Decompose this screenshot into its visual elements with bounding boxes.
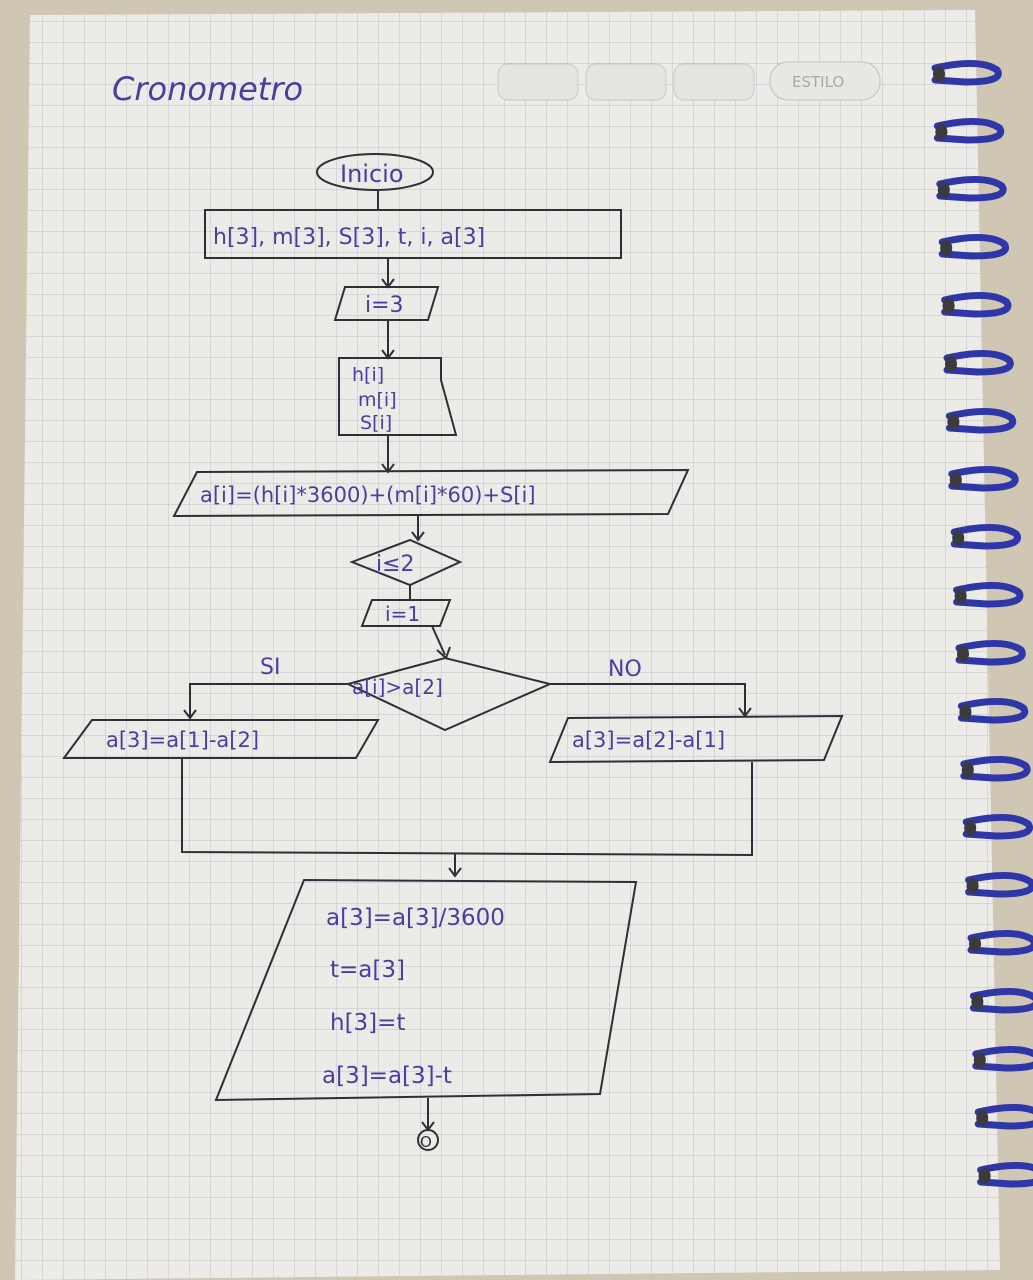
set-i-text: i=1: [385, 602, 420, 626]
yes-branch-line: [189, 683, 348, 716]
punch-hole: [940, 240, 953, 256]
punch-hole: [945, 356, 957, 372]
spiral-coil: [953, 581, 1024, 608]
header-box-3: [673, 63, 755, 101]
spiral-coil: [936, 175, 1007, 202]
arrowhead-6: [448, 867, 462, 878]
start-terminal: [316, 153, 434, 191]
start-label: Inicio: [340, 160, 404, 188]
punch-hole: [978, 1168, 991, 1184]
punch-hole: [973, 1052, 986, 1068]
punch-hole: [935, 124, 948, 140]
declaration-box: [204, 209, 622, 259]
page-grid: [15, 10, 1000, 1280]
arrow-set-decision: [431, 625, 446, 656]
spiral-coil: [977, 1161, 1033, 1188]
loop-decision-text: i≤2: [376, 552, 415, 577]
punch-hole: [937, 182, 950, 198]
merge-line: [181, 758, 753, 857]
spiral-coil: [933, 117, 1005, 144]
read-line-m: m[i]: [358, 389, 397, 411]
final-line-4: a[3]=a[3]-t: [322, 1063, 452, 1089]
final-line-3: h[3]=t: [330, 1010, 405, 1036]
spiral-coil: [969, 987, 1033, 1014]
yes-label: SI: [260, 655, 280, 680]
no-branch-line: [550, 683, 746, 714]
spiral-coil: [972, 1045, 1033, 1072]
init-io-shape: [333, 286, 440, 321]
punch-hole: [942, 298, 955, 314]
punch-hole: [949, 472, 962, 488]
compute-io-shape: [172, 468, 690, 518]
spiral-coil: [967, 929, 1033, 956]
punch-hole: [957, 646, 969, 662]
spiral-coil: [974, 1103, 1033, 1130]
punch-hole: [971, 994, 984, 1010]
punch-hole: [961, 762, 974, 778]
end-connector: [417, 1129, 439, 1151]
loop-decision-diamond: [349, 538, 463, 587]
final-line-2: t=a[3]: [330, 957, 405, 983]
no-label: NO: [608, 657, 642, 682]
spiral-coil: [943, 349, 1014, 376]
stamp-text: ESTILO: [792, 73, 844, 91]
spiral-coil: [955, 639, 1026, 666]
header-box-1: [497, 63, 579, 101]
main-decision-text: a[i]>a[2]: [352, 675, 443, 699]
punch-hole: [976, 1110, 989, 1126]
punch-hole: [952, 530, 965, 546]
end-label: O: [420, 1133, 432, 1151]
no-process-io: [548, 714, 844, 764]
spiral-coil: [962, 813, 1033, 840]
punch-hole: [969, 936, 981, 952]
init-io-text: i=3: [365, 293, 404, 318]
page-title: Cronometro: [112, 70, 303, 108]
spiral-coil: [957, 697, 1029, 724]
spiral-coil: [960, 755, 1031, 782]
no-process-text: a[3]=a[2]-a[1]: [572, 728, 725, 752]
punch-hole: [933, 66, 945, 82]
spiral-coil: [945, 407, 1017, 434]
yes-process-io: [62, 719, 380, 759]
punch-hole: [959, 704, 972, 720]
set-i-shape: [360, 599, 452, 627]
final-line-1: a[3]=a[3]/3600: [326, 905, 505, 931]
spiral-coil: [938, 233, 1009, 260]
arrowhead-yes: [183, 709, 197, 720]
header-box-2: [585, 63, 667, 101]
read-input-shape: [338, 357, 458, 436]
yes-process-text: a[3]=a[1]-a[2]: [106, 728, 259, 752]
declaration-text: h[3], m[3], S[3], t, i, a[3]: [213, 225, 485, 250]
punch-hole: [954, 588, 967, 604]
punch-hole: [947, 414, 960, 430]
spiral-coil: [941, 291, 1012, 318]
read-line-s: S[i]: [360, 412, 392, 434]
compute-io-text: a[i]=(h[i]*3600)+(m[i]*60)+S[i]: [200, 483, 536, 507]
arrowhead-4: [411, 531, 425, 542]
punch-hole: [966, 878, 979, 894]
final-io-shape: [214, 878, 638, 1102]
spiral-coil: [948, 465, 1019, 492]
spiral-binding: [931, 59, 1033, 1188]
spiral-coil: [965, 871, 1033, 898]
stamp-box: [769, 61, 881, 101]
spiral-coil: [931, 59, 1002, 86]
read-line-h: h[i]: [352, 364, 384, 386]
spiral-coil: [950, 523, 1021, 550]
punch-hole: [964, 820, 977, 836]
